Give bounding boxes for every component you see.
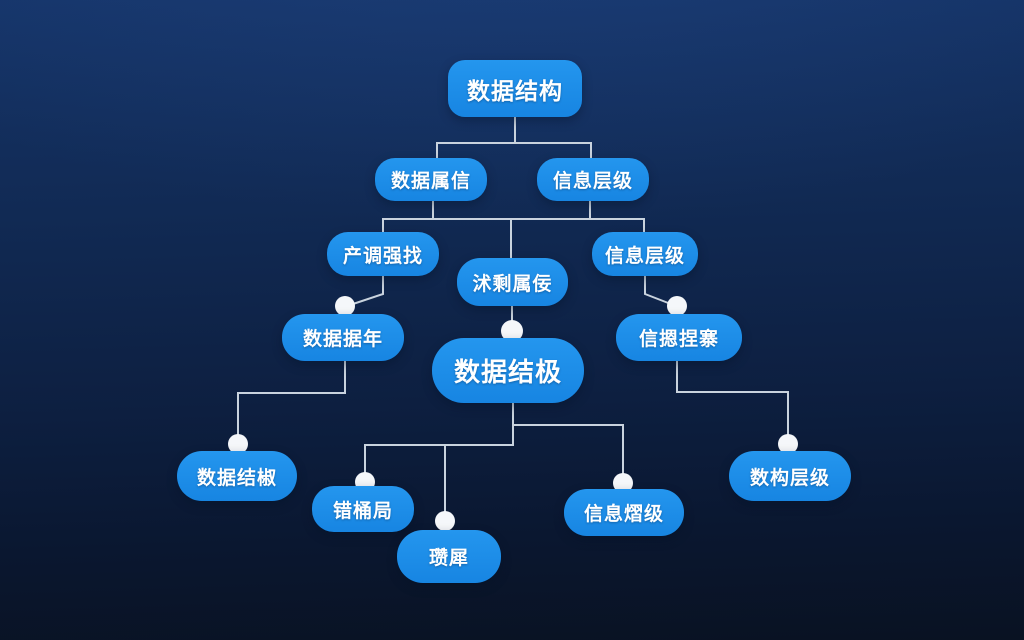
- node-level4-left[interactable]: 数据据年: [282, 314, 404, 361]
- node-level5-5[interactable]: 数构层级: [729, 451, 851, 501]
- node-level3-right[interactable]: 信息层级: [592, 232, 698, 276]
- connector-root-to-level2: [436, 116, 592, 159]
- node-level2-right[interactable]: 信息层级: [537, 158, 649, 201]
- junction-dot: [435, 511, 455, 531]
- connector-l4center-to-l5: [364, 402, 624, 522]
- junction-dot: [335, 296, 355, 316]
- junction-dot: [228, 434, 248, 454]
- junction-dot: [501, 320, 523, 342]
- junction-dots: [228, 296, 798, 531]
- node-level5-3[interactable]: 瓒犀: [397, 530, 501, 583]
- node-level4-right[interactable]: 信摁捏寨: [616, 314, 742, 361]
- node-level5-4[interactable]: 信息熠级: [564, 489, 684, 536]
- connector-l4left-to-l5: [237, 360, 346, 444]
- node-level2-left[interactable]: 数据属信: [375, 158, 487, 201]
- node-level3-center[interactable]: 沭剩属佞: [457, 258, 568, 306]
- node-level5-1[interactable]: 数据结椒: [177, 451, 297, 501]
- connector-lines: [237, 116, 789, 522]
- node-root-data-structure[interactable]: 数据结构: [448, 60, 582, 117]
- node-level4-center-main[interactable]: 数据结极: [432, 338, 584, 403]
- connector-l4right-to-l5: [676, 360, 789, 445]
- junction-dot: [613, 473, 633, 493]
- connector-level2-to-level3: [382, 200, 645, 259]
- junction-dot: [778, 434, 798, 454]
- node-level5-2[interactable]: 错桶局: [312, 486, 414, 532]
- junction-dot: [667, 296, 687, 316]
- node-level3-left[interactable]: 产调强找: [327, 232, 439, 276]
